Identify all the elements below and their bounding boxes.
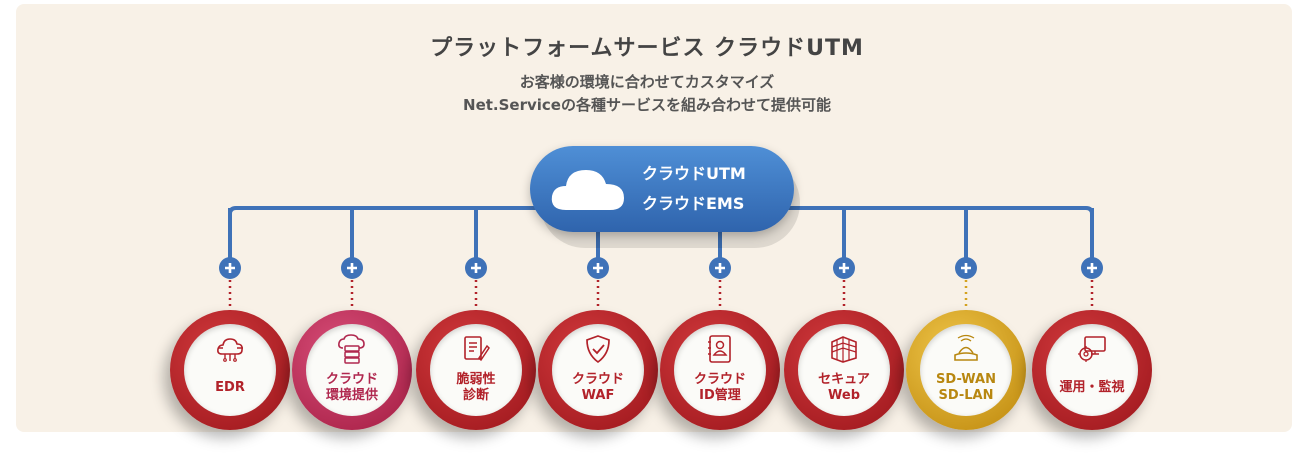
service-label-1: クラウド	[571, 372, 624, 387]
service-inner-circle: クラウド 環境提供	[306, 324, 398, 416]
service-label-1: セキュア	[818, 372, 870, 387]
router-icon	[954, 334, 978, 361]
service-label-1: 運用・監視	[1059, 380, 1125, 395]
monitor-gear-icon	[1078, 336, 1106, 362]
plus-sign	[471, 263, 481, 273]
service-inner-circle: クラウド ID管理	[674, 324, 766, 416]
shield-check-icon	[586, 335, 610, 364]
plus-sign	[715, 263, 725, 273]
service-node: 脆弱性 診断	[416, 310, 536, 430]
hub-badge: クラウドUTM クラウドEMS	[530, 146, 794, 232]
cloud-server-icon	[338, 334, 365, 364]
service-label-1: クラウド	[325, 372, 378, 387]
service-node: EDR	[170, 310, 290, 430]
service-node: セキュア Web	[784, 310, 904, 430]
plus-sign	[347, 263, 357, 273]
service-inner-circle: セキュア Web	[798, 324, 890, 416]
hub-label-utm: クラウドUTM	[642, 164, 746, 183]
plus-sign	[593, 263, 603, 273]
plus-sign	[961, 263, 971, 273]
page-title: プラットフォームサービス クラウドUTM	[430, 36, 864, 61]
id-card-icon	[708, 335, 731, 363]
circuit-cloud-icon	[217, 338, 243, 362]
service-node: SD-WAN SD-LAN	[906, 310, 1026, 430]
service-label-2: 環境提供	[325, 388, 378, 403]
cloud-icon	[551, 170, 624, 210]
service-label-1: 脆弱性	[456, 372, 496, 387]
service-node: クラウド WAF	[538, 310, 658, 430]
plus-sign	[225, 263, 235, 273]
service-inner-circle: EDR	[184, 324, 276, 416]
service-inner-circle: SD-WAN SD-LAN	[920, 324, 1012, 416]
plus-sign	[1087, 263, 1097, 273]
subtitle-line-1: お客様の環境に合わせてカスタマイズ	[519, 73, 775, 91]
service-label-2: 診断	[462, 388, 489, 403]
service-inner-circle: クラウド WAF	[552, 324, 644, 416]
service-inner-circle: 脆弱性 診断	[430, 324, 522, 416]
subtitle-line-2: Net.Serviceの各種サービスを組み合わせて提供可能	[463, 96, 831, 114]
document-edit-icon	[464, 336, 490, 362]
service-node: クラウド 環境提供	[292, 310, 412, 430]
service-label-2: SD-LAN	[938, 388, 994, 403]
hub-label-ems: クラウドEMS	[642, 194, 745, 213]
service-node: 運用・監視	[1032, 310, 1152, 430]
service-node: クラウド ID管理	[660, 310, 780, 430]
service-label-2: ID管理	[699, 388, 741, 403]
service-inner-circle: 運用・監視	[1046, 324, 1138, 416]
firewall-icon	[831, 336, 857, 363]
service-label-2: WAF	[581, 388, 615, 403]
service-label-2: Web	[828, 388, 860, 403]
service-label-1: クラウド	[693, 372, 746, 387]
plus-sign	[839, 263, 849, 273]
service-label-1: EDR	[215, 380, 245, 395]
service-label-1: SD-WAN	[936, 372, 996, 387]
